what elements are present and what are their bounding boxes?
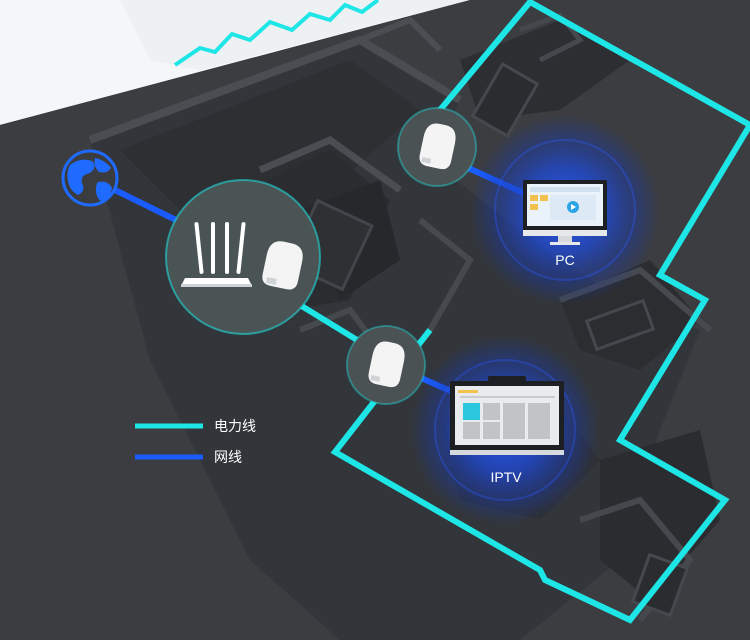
pc-label: PC — [555, 252, 574, 268]
powerline-adapter-icon — [419, 123, 456, 170]
powerline-adapter-icon — [368, 341, 405, 388]
ethernet-cable-globe-router — [113, 187, 182, 225]
tv-monitor-icon — [450, 376, 564, 455]
legend-label-ethernet: 网线 — [214, 449, 242, 465]
iptv-label: IPTV — [490, 469, 522, 485]
legend: 电力线 网线 — [135, 418, 256, 465]
globe-icon — [61, 149, 119, 207]
pc-monitor-icon — [523, 180, 607, 245]
powerline-house-outline — [330, 0, 750, 624]
pc-adapter-bubble — [397, 107, 477, 187]
iptv-adapter-bubble — [346, 325, 426, 405]
router-icon — [181, 222, 252, 287]
powerline-cable-main — [298, 302, 364, 346]
powerline-adapter-icon — [262, 241, 303, 290]
router-bubble — [165, 179, 321, 335]
legend-label-powerline: 电力线 — [214, 418, 256, 434]
